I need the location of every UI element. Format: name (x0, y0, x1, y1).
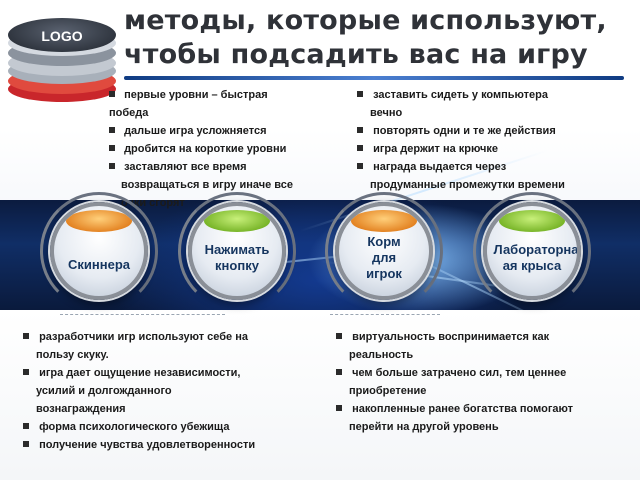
list-item-text: продуманные промежутки времени (370, 179, 565, 191)
list-item-text: накопленные ранее богатства помогают (352, 403, 574, 415)
title-underline (124, 76, 624, 80)
list-item-text: победа (109, 107, 149, 119)
list-item-text: дальше игра усложняется (124, 125, 267, 137)
list-item-text: форма психологического убежища (39, 421, 230, 433)
divider-right (330, 314, 440, 315)
list-item-text: перейти на другой уровень (349, 421, 499, 433)
list-item: разработчики игр используют себе на поль… (22, 328, 322, 364)
badge-label-line: игрок (366, 266, 402, 281)
list-item: игра дает ощущение независимости, усилий… (22, 364, 322, 418)
list-item: игра держит на крючке (356, 140, 638, 158)
list-item-text: заставляют все время (124, 161, 247, 173)
bullet-list-bottom-right: виртуальность воспринимается как реально… (335, 328, 635, 436)
logo-disc-top (8, 18, 116, 52)
list-item-text: вознаграждения (36, 403, 126, 415)
list-item: награда выдается через продуманные проме… (356, 158, 638, 194)
badge-ring (325, 192, 443, 310)
badge-label-line: Нажимать (204, 242, 270, 257)
list-item-text: повторять одни и те же действия (373, 125, 556, 137)
list-item-text: виртуальность воспринимается как (352, 331, 550, 343)
list-item-text: вечно (370, 107, 403, 119)
badge-cap (204, 210, 270, 232)
list-item: заставляют все время возвращаться в игру… (109, 158, 341, 212)
badge-lab-rat: Лабораторна ая крыса (483, 202, 581, 300)
list-item-text: получение чувства удовлетворенности (39, 439, 256, 451)
list-item: получение чувства удовлетворенности (22, 436, 322, 454)
list-item: заставить сидеть у компьютера вечно (356, 86, 638, 122)
badge-label-line: Скиннера (68, 257, 130, 272)
bullet-list-top-right: заставить сидеть у компьютера вечно повт… (356, 86, 638, 194)
badge-press-button: Нажимать кнопку (188, 202, 286, 300)
title-line-1: методы, которые используют, (124, 5, 607, 36)
list-item-text: приобретение (349, 385, 427, 397)
badge-cap (499, 210, 565, 232)
title-line-2: чтобы подсадить вас на игру (124, 39, 588, 70)
badge-player-food: Корм для игрок (335, 202, 433, 300)
list-item-text: пользу скуку. (36, 349, 109, 361)
badge-label-line: Лабораторна (493, 242, 579, 257)
list-item-text: первые уровни – быстрая (124, 89, 268, 101)
badge-label-line: ая крыса (502, 258, 562, 273)
list-item: чем больше затрачено сил, тем ценнее при… (335, 364, 635, 400)
badge-ring (473, 192, 591, 310)
list-item-text: дробится на короткие уровни (124, 143, 287, 155)
list-item-text: награда выдается через (373, 161, 507, 173)
list-item-text: заставить сидеть у компьютера (373, 89, 549, 101)
list-item-text: разработчики игр используют себе на (39, 331, 248, 343)
badge-skinner: Скиннера (50, 202, 148, 300)
badge-cap (66, 210, 132, 232)
badge-ring (40, 192, 158, 310)
list-item-text: возвращаться в игру иначе все (121, 179, 293, 191)
bullet-list-bottom-left: разработчики игр используют себе на поль… (22, 328, 322, 454)
badge-label-line: для (371, 250, 397, 265)
list-item: дальше игра усложняется (109, 122, 341, 140)
list-item-text: игра дает ощущение независимости, (39, 367, 241, 379)
logo-text: LOGO (41, 28, 83, 44)
logo: LOGO (8, 14, 116, 104)
list-item-text: усилий и долгожданного (36, 385, 172, 397)
divider-left (60, 314, 225, 315)
list-item-text: чем больше затрачено сил, тем ценнее (352, 367, 567, 379)
badge-label-line: Корм (367, 234, 401, 249)
page-title: методы, которые используют, чтобы подсад… (124, 4, 634, 72)
content-background (0, 310, 640, 480)
badge-ring (178, 192, 296, 310)
list-item: повторять одни и те же действия (356, 122, 638, 140)
list-item: первые уровни – быстрая победа (109, 86, 341, 122)
list-item: дробится на короткие уровни (109, 140, 341, 158)
list-item: виртуальность воспринимается как реально… (335, 328, 635, 364)
badge-cap (351, 210, 417, 232)
list-item-text: реальность (349, 349, 414, 361)
list-item: форма психологического убежища (22, 418, 322, 436)
bullet-list-top-left: первые уровни – быстрая победа дальше иг… (109, 86, 341, 212)
badge-label-line: кнопку (215, 258, 259, 273)
list-item: накопленные ранее богатства помогают пер… (335, 400, 635, 436)
list-item-text: игра держит на крючке (373, 143, 499, 155)
